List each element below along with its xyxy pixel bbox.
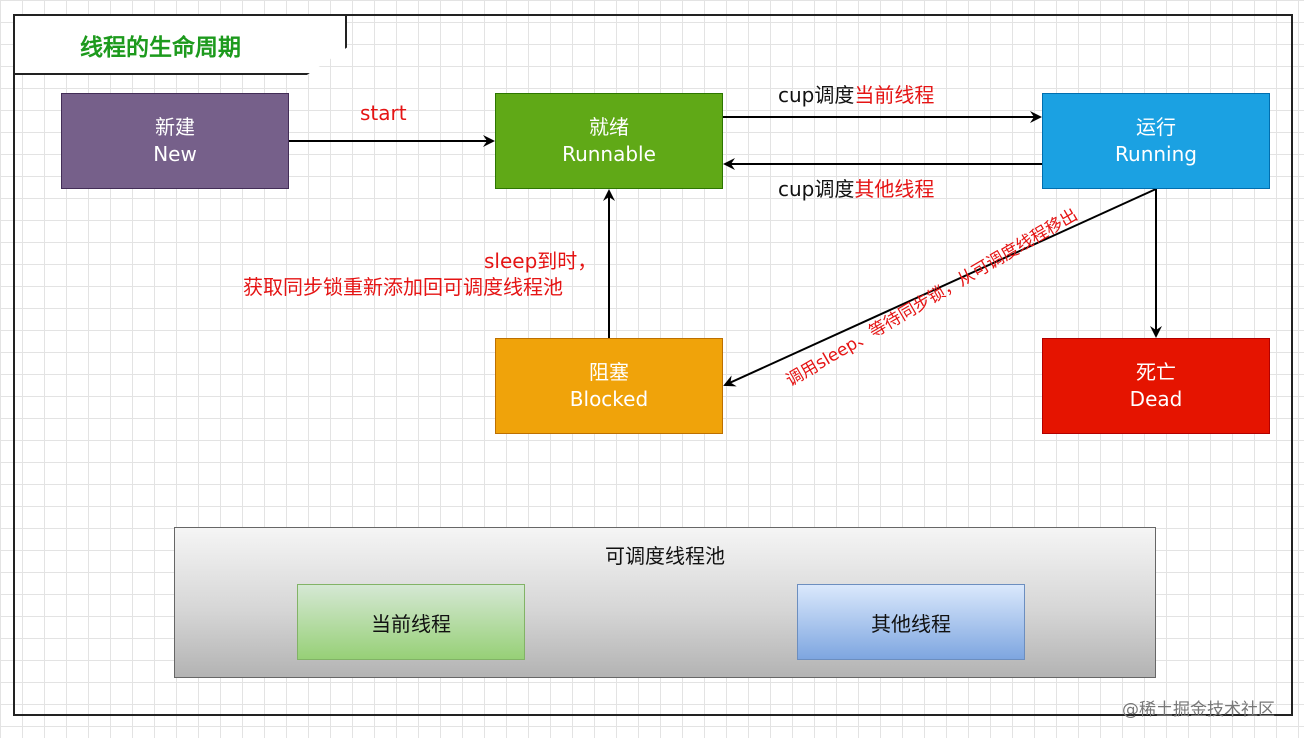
edge-running-to-blocked xyxy=(723,188,1157,387)
node-running-en: Running xyxy=(1115,142,1197,166)
node-blocked-cn: 阻塞 xyxy=(589,360,629,384)
pool-title: 可调度线程池 xyxy=(605,544,725,568)
watermark: @稀土掘金技术社区 xyxy=(1122,700,1275,720)
edge-label-schedule-current-suffix: 当前线程 xyxy=(854,83,935,107)
title-tab xyxy=(13,14,347,75)
node-blocked: 阻塞 Blocked xyxy=(495,338,723,434)
node-running-cn: 运行 xyxy=(1136,115,1176,139)
edge-label-schedule-current: cup调度当前线程 xyxy=(778,82,934,108)
node-dead-en: Dead xyxy=(1129,387,1183,411)
pool-current-thread: 当前线程 xyxy=(297,584,525,660)
node-new-en: New xyxy=(153,142,197,166)
node-dead: 死亡 Dead xyxy=(1042,338,1270,434)
edge-label-wake-line2: 获取同步锁重新添加回可调度线程池 xyxy=(243,275,563,299)
node-runnable-cn: 就绪 xyxy=(589,115,629,139)
node-dead-cn: 死亡 xyxy=(1136,360,1176,384)
pool-other-threads: 其他线程 xyxy=(797,584,1025,660)
diagram-title: 线程的生命周期 xyxy=(80,35,241,61)
edge-label-schedule-other: cup调度其他线程 xyxy=(778,176,934,202)
node-runnable-en: Runnable xyxy=(562,142,656,166)
node-new: 新建 New xyxy=(61,93,289,189)
node-running: 运行 Running xyxy=(1042,93,1270,189)
node-blocked-en: Blocked xyxy=(569,387,649,411)
diagram-frame xyxy=(13,14,1293,716)
schedulable-thread-pool: 可调度线程池 当前线程 其他线程 xyxy=(174,527,1156,678)
edge-label-wake-line1: sleep到时， xyxy=(484,249,598,273)
edge-label-schedule-other-suffix: 其他线程 xyxy=(854,177,935,201)
edge-label-start: start xyxy=(360,101,407,125)
node-new-cn: 新建 xyxy=(155,115,195,139)
edge-label-schedule-current-prefix: cup调度 xyxy=(778,83,855,107)
node-runnable: 就绪 Runnable xyxy=(495,93,723,189)
edge-label-schedule-other-prefix: cup调度 xyxy=(778,177,855,201)
